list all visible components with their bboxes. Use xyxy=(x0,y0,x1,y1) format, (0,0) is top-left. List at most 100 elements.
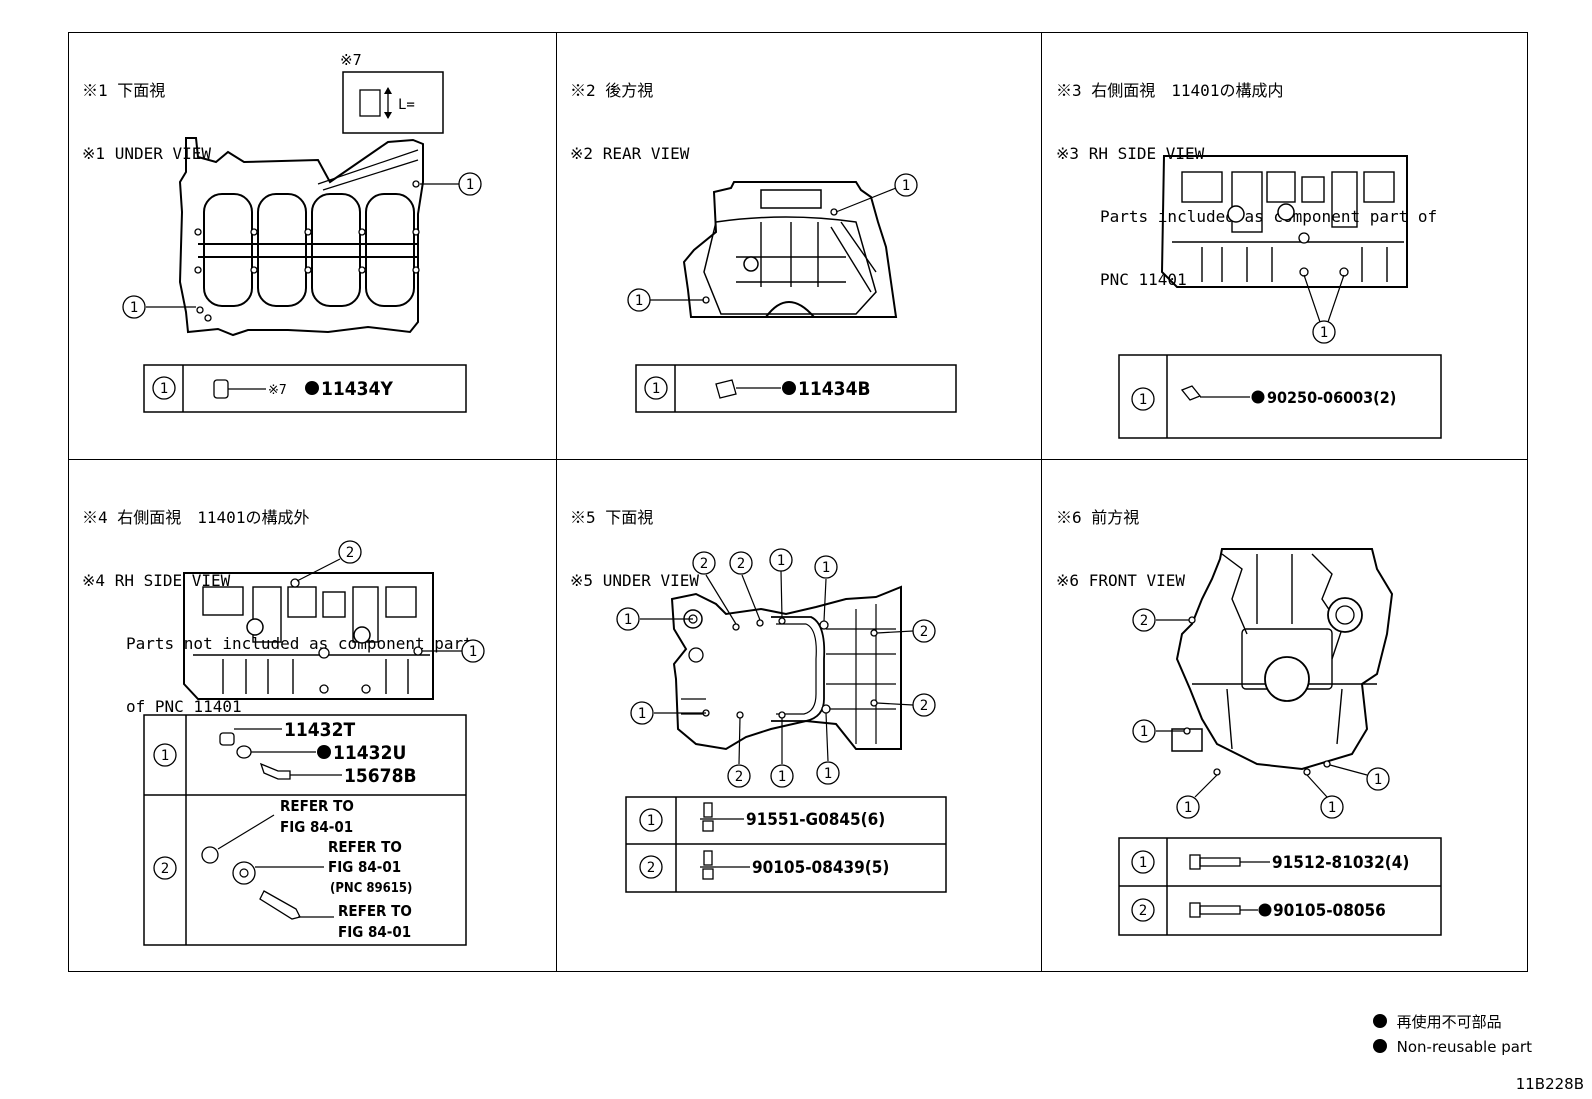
non-reusable-dot xyxy=(317,745,331,759)
refer-text: REFER TO xyxy=(280,797,354,815)
rh-side-block-drawing: 2 1 1 11432T 11432U 15678B 2 REFER TO FI… xyxy=(143,540,485,946)
callout-1 xyxy=(816,761,840,785)
panel-rh-side-view-not-included: ※4 右側面視 11401の構成外 ※4 RH SIDE VIEW Parts … xyxy=(68,459,556,972)
part-number: 90105-08056 xyxy=(1273,901,1386,921)
svg-text:1: 1 xyxy=(1328,800,1336,816)
panel-under-view-2: ※5 下面視 ※5 UNDER VIEW 1 2 2 1 xyxy=(556,459,1042,972)
svg-text:2: 2 xyxy=(647,860,655,876)
svg-text:1: 1 xyxy=(638,706,646,722)
note: of PNC 11401 xyxy=(126,697,242,716)
ref-mark: ※4 xyxy=(82,571,106,590)
callout-2 xyxy=(1132,608,1156,632)
title-en: REAR VIEW xyxy=(602,144,690,163)
callout-1 xyxy=(152,376,176,400)
non-reusable-dot xyxy=(1258,903,1272,917)
svg-text:1: 1 xyxy=(824,766,832,782)
callout-1 xyxy=(1366,767,1390,791)
callout-1 xyxy=(1131,387,1155,411)
callout-2 xyxy=(727,764,751,788)
svg-text:2: 2 xyxy=(920,624,928,640)
legend-ja: 再使用不可部品 xyxy=(1396,1013,1502,1031)
panel-header: ※1 下面視 ※1 UNDER VIEW xyxy=(82,38,211,206)
part-number: 15678B xyxy=(344,765,417,787)
part-table xyxy=(143,364,467,413)
callout-2 xyxy=(338,540,362,564)
plug-icon xyxy=(219,732,235,746)
callout-2 xyxy=(912,619,936,643)
callout-2 xyxy=(639,855,663,879)
callout-1 xyxy=(894,173,918,197)
title-ja: 後方視 xyxy=(605,81,654,100)
ref-mark: ※1 xyxy=(82,144,106,163)
bolt-icon xyxy=(1189,854,1241,870)
svg-text:2: 2 xyxy=(700,556,708,572)
title-ja: 右側面視 11401の構成外 xyxy=(117,508,310,527)
refer-text: (PNC 89615) xyxy=(330,881,412,896)
dowel-pin-icon xyxy=(213,379,229,399)
part-number: 11434Y xyxy=(321,378,393,400)
callout-1 xyxy=(627,288,651,312)
part-table xyxy=(635,364,957,413)
refer-text: FIG 84-01 xyxy=(338,923,411,941)
bolt-icon xyxy=(1189,902,1241,918)
svg-text:1: 1 xyxy=(130,300,138,316)
svg-text:1: 1 xyxy=(1140,724,1148,740)
panel-front-view: ※6 前方視 ※6 FRONT VIEW 2 1 1 1 xyxy=(1042,459,1528,972)
svg-text:1: 1 xyxy=(466,177,474,193)
rear-view-block-drawing: 1 1 1 11434B xyxy=(627,173,957,413)
dowel-pin-icon xyxy=(1180,385,1202,401)
svg-text:1: 1 xyxy=(902,178,910,194)
svg-text:1: 1 xyxy=(624,612,632,628)
callout-1 xyxy=(1132,719,1156,743)
part-table xyxy=(1118,354,1442,439)
gasket-icon xyxy=(236,745,252,759)
svg-text:2: 2 xyxy=(1139,903,1147,919)
under-view-2-drawing: 1 2 2 1 1 2 2 1 2 1 1 1 xyxy=(616,548,947,893)
callout-1 xyxy=(644,376,668,400)
callout-1 xyxy=(1320,795,1344,819)
svg-text:2: 2 xyxy=(920,698,928,714)
non-reusable-dot xyxy=(1251,390,1265,404)
non-reusable-dot xyxy=(305,381,319,395)
document-id: 11B228B xyxy=(1515,1075,1584,1093)
panel-rh-side-view-included: ※3 右側面視 11401の構成内 ※3 RH SIDE VIEW Parts … xyxy=(1042,32,1528,459)
ref-mark: ※3 xyxy=(1056,144,1080,163)
dowel-pin-icon xyxy=(359,89,381,117)
part-number: 90105-08439(5) xyxy=(752,858,889,878)
callout-1 xyxy=(122,295,146,319)
bolt-icon xyxy=(700,850,716,880)
ref-mark: ※4 xyxy=(82,508,108,527)
callout-2 xyxy=(1131,898,1155,922)
ref-mark: ※3 xyxy=(1056,81,1082,100)
refer-text: FIG 84-01 xyxy=(328,858,401,876)
title-ja: 下面視 xyxy=(605,508,654,527)
svg-text:1: 1 xyxy=(652,381,660,397)
callout-1 xyxy=(1131,850,1155,874)
svg-text:1: 1 xyxy=(1139,855,1147,871)
length-label: L= xyxy=(398,97,415,113)
title-en: RH SIDE VIEW xyxy=(114,571,231,590)
svg-text:1: 1 xyxy=(1374,772,1382,788)
panel-rear-view: ※2 後方視 ※2 REAR VIEW 1 1 1 11434B xyxy=(556,32,1042,459)
title-en: UNDER VIEW xyxy=(602,571,700,590)
title-ja: 右側面視 11401の構成内 xyxy=(1091,81,1284,100)
svg-text:1: 1 xyxy=(160,381,168,397)
callout-1 xyxy=(1312,320,1336,344)
ref-mark: ※5 xyxy=(570,571,594,590)
svg-text:1: 1 xyxy=(778,769,786,785)
callout-1 xyxy=(616,607,640,631)
ref-mark: ※6 xyxy=(1056,508,1082,527)
svg-text:1: 1 xyxy=(1139,392,1147,408)
refer-text: REFER TO xyxy=(338,902,412,920)
callout-1 xyxy=(630,701,654,725)
non-reusable-dot xyxy=(1372,1014,1387,1028)
svg-text:2: 2 xyxy=(735,769,743,785)
callout-1 xyxy=(1176,795,1200,819)
callout-1 xyxy=(814,555,838,579)
part-number: 11432T xyxy=(284,719,355,741)
title-en: FRONT VIEW xyxy=(1088,571,1186,590)
svg-text:2: 2 xyxy=(346,545,354,561)
dowel-hole xyxy=(196,306,204,314)
refer-text: REFER TO xyxy=(328,838,402,856)
under-view-block-drawing: ※7 L= 1 xyxy=(122,51,482,413)
